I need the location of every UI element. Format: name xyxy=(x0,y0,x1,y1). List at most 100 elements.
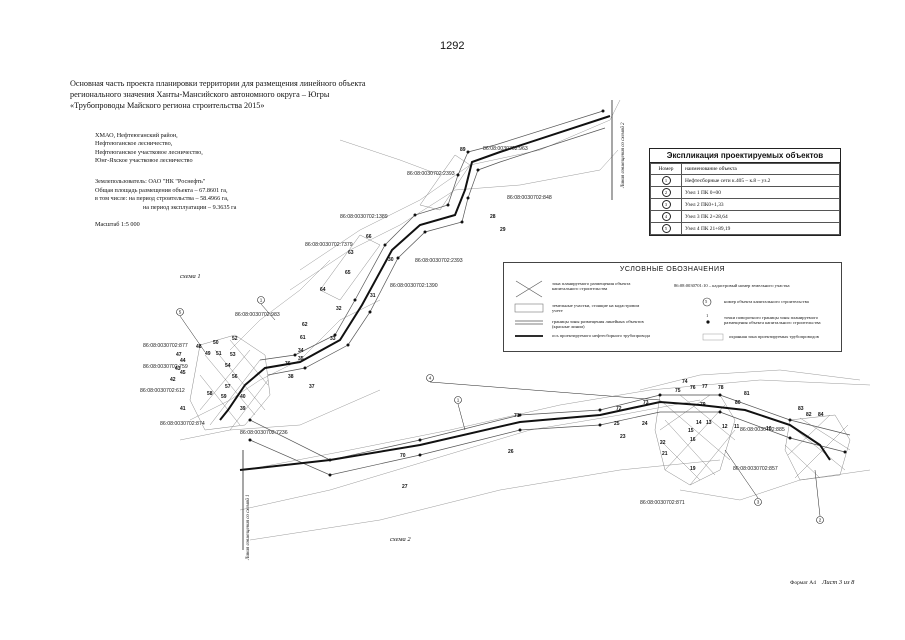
point-number: 79 xyxy=(700,402,706,408)
area-line: в том числе: на период строительства – 5… xyxy=(95,195,229,203)
legend-item: ось проектируемого нефтесборного трубопр… xyxy=(552,333,650,338)
legend-item: номер объекта капитального строительства xyxy=(724,299,809,304)
point-number: 73 xyxy=(643,400,649,406)
point-number: 58 xyxy=(207,391,213,397)
cadastral-label: 86:08:0030702:877 xyxy=(143,343,188,349)
point-number: 59 xyxy=(221,394,227,400)
object-number: 5 xyxy=(179,310,182,315)
parcel-symbol xyxy=(514,303,544,313)
point-number: 65 xyxy=(345,270,351,276)
point-number: 19 xyxy=(690,466,696,472)
legend-item: точки поворотного границы зоны планируем… xyxy=(724,315,821,325)
point-number: 82 xyxy=(806,412,812,418)
point-number: 30 xyxy=(388,257,394,263)
object-name: Узел 3 ПК 2+28,64 xyxy=(681,210,840,223)
point-number: 56 xyxy=(232,374,238,380)
point-number: 26 xyxy=(508,449,514,455)
cadastral-label: 86:08:0030702:2393 xyxy=(415,258,463,264)
point-number: 49 xyxy=(205,351,211,357)
legend-item: земельные участки, стоящие на кадастрово… xyxy=(552,303,640,313)
point-number: 12 xyxy=(722,424,728,430)
legend-item: 86:08:0030701:10 – кадастровый номер зем… xyxy=(674,283,790,288)
point-number: 41 xyxy=(180,406,186,412)
point-number: 37 xyxy=(309,384,315,390)
object-number-markers xyxy=(176,296,824,524)
cadastral-label: 86:08:0030702:857 xyxy=(733,466,778,472)
table-row: 1 Нефтесборные сети к.405 – к.8 – уз.2 xyxy=(650,174,840,187)
point-number: 21 xyxy=(662,451,668,457)
point-number: 48 xyxy=(196,344,202,350)
legend-sample-point: 1 xyxy=(706,313,709,318)
point-number: 47 xyxy=(176,352,182,358)
cadastral-label: 86:08:0030702:963 xyxy=(483,146,528,152)
object-number: 1 xyxy=(457,398,460,403)
object-number: 1 xyxy=(260,298,263,303)
point-number: 25 xyxy=(614,421,620,427)
point-number: 76 xyxy=(690,385,696,391)
table-row: 5 Узел 4 ПК 21+89,19 xyxy=(650,222,840,235)
point-number: 36 xyxy=(285,361,291,367)
object-name: Нефтесборные сети к.405 – к.8 – уз.2 xyxy=(681,174,840,187)
legend-item: охранная зона проектируемых трубопроводо… xyxy=(729,334,819,339)
object-number-circle: 3 xyxy=(661,200,671,209)
leader-lines xyxy=(179,303,821,517)
point-number: 50 xyxy=(213,340,219,346)
point-number: 29 xyxy=(500,227,506,233)
point-number: 83 xyxy=(798,406,804,412)
cadastral-label: 86:08:0030702:848 xyxy=(507,195,552,201)
object-number-symbol xyxy=(702,297,712,307)
hatch-zone-symbol xyxy=(515,280,543,298)
point-number: 52 xyxy=(232,336,238,342)
address-line: Юнг-Яхское участковое лесничество xyxy=(95,156,193,164)
page-number: 1292 xyxy=(440,40,465,52)
point-number: 78 xyxy=(718,385,724,391)
legend-title: УСЛОВНЫЕ ОБОЗНАЧЕНИЯ xyxy=(619,266,726,273)
map-scale: Масштаб 1:5 000 xyxy=(95,221,140,228)
turn-points xyxy=(248,109,847,477)
object-number-circle: 1 xyxy=(661,176,671,185)
point-number: 33 xyxy=(330,336,336,342)
point-number: 77 xyxy=(702,384,708,390)
match-line-label: Линия совмещения со схемой 2 xyxy=(620,122,626,189)
point-number: 74 xyxy=(682,379,688,385)
header-number: Номер xyxy=(650,163,682,175)
address-line: Нефтеюганское участковое лесничество, xyxy=(95,148,203,156)
cadastral-label: 86:08:0030702:871 xyxy=(640,500,685,506)
area-line: на период эксплуатации – 9.3635 га xyxy=(143,203,237,211)
point-number: 80 xyxy=(735,400,741,406)
point-number: 32 xyxy=(336,306,342,312)
point-number: 45 xyxy=(180,370,186,376)
point-number: 10 xyxy=(766,426,772,432)
paper-format: Формат А4 xyxy=(790,580,817,586)
object-number-circle: 4 xyxy=(661,212,671,221)
address-line: ХМАО, Нефтеюганский район, xyxy=(95,132,178,139)
zone-border-symbol xyxy=(515,320,543,325)
point-number: 34 xyxy=(298,348,304,354)
legend: УСЛОВНЫЕ ОБОЗНАЧЕНИЯ зона планируемого р… xyxy=(503,262,842,352)
turn-point-symbol xyxy=(706,320,710,324)
point-number: 70 xyxy=(400,453,406,459)
address-line: Нефтеюганское лесничество, xyxy=(95,140,173,148)
table-row: 4 Узел 3 ПК 2+28,64 xyxy=(650,210,840,223)
pipeline-axis-symbol xyxy=(515,335,543,337)
point-number: 27 xyxy=(402,484,408,490)
cadastral-label: 86:08:0030702:1389 xyxy=(340,214,388,220)
cadastral-label: 86:08:0030702:983 xyxy=(235,312,280,318)
table-row: 2 Узел 1 ПК 0+00 xyxy=(650,186,840,199)
point-number: 31 xyxy=(370,293,376,299)
object-number: 3 xyxy=(757,500,760,505)
point-number: 22 xyxy=(660,440,666,446)
scheme-label: схема 1 xyxy=(180,273,201,280)
point-number: 42 xyxy=(170,377,176,383)
point-number: 63 xyxy=(348,250,354,256)
point-number: 15 xyxy=(688,428,694,434)
point-number: 39 xyxy=(240,406,246,412)
cadastral-label: 86:08:0030702:874 xyxy=(160,421,205,427)
table-row: 3 Узел 2 ПК0+1,33 xyxy=(650,198,840,211)
point-number: 53 xyxy=(230,352,236,358)
point-number: 61 xyxy=(300,335,306,341)
point-number: 71 xyxy=(514,413,520,419)
object-number: 2 xyxy=(819,518,822,523)
cadastral-label: 86:08:0030702:1390 xyxy=(390,283,438,289)
